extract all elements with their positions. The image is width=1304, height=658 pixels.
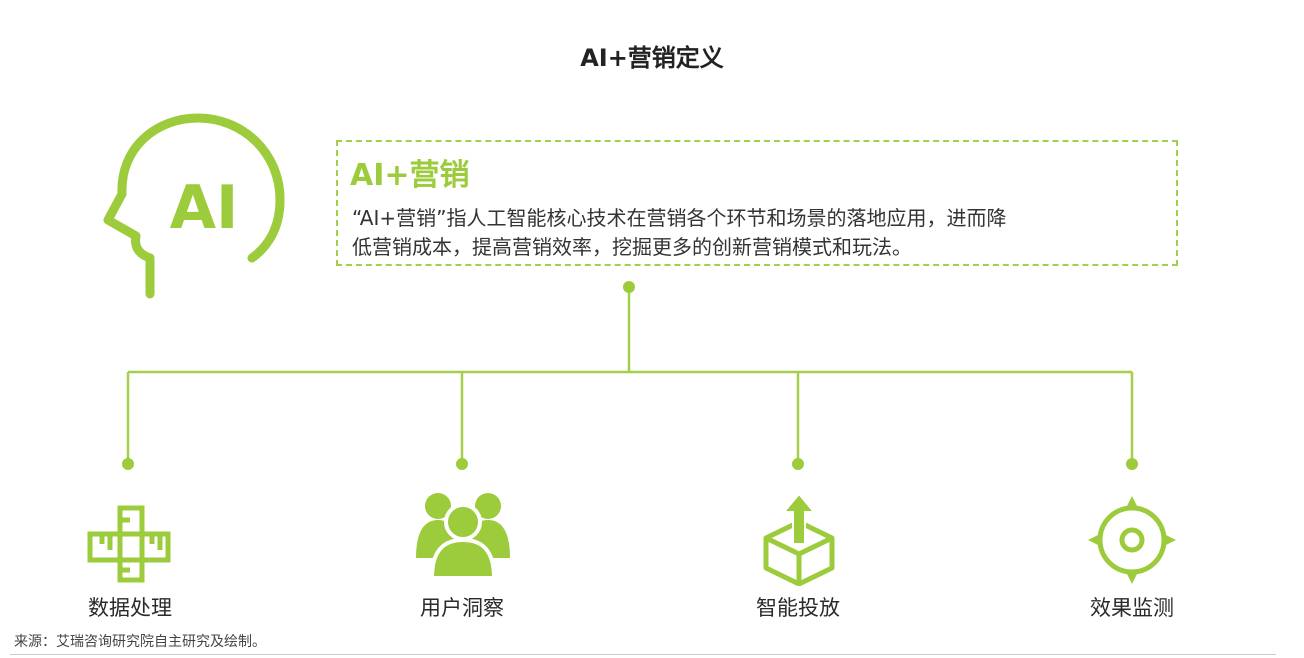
node-label-smart-delivery: 智能投放: [756, 596, 840, 620]
trunk-dot: [623, 281, 635, 293]
definition-line-2: 低营销成本，提高营销效率，挖掘更多的创新营销模式和玩法。: [352, 235, 912, 259]
node-label-data-processing: 数据处理: [88, 596, 172, 620]
source-note: 来源：艾瑞咨询研究院自主研究及绘制。: [14, 634, 266, 650]
node-dot-3: [792, 458, 804, 470]
users-icon: [416, 493, 510, 580]
definition-text: “AI+营销”指人工智能核心技术在营销各个环节和场景的落地应用，进而降 低营销成…: [352, 204, 1164, 262]
ruler-icon: [87, 505, 171, 583]
ai-head-icon: AI: [103, 113, 285, 299]
definition-box: AI+营销 “AI+营销”指人工智能核心技术在营销各个环节和场景的落地应用，进而…: [336, 140, 1178, 266]
node-dot-4: [1126, 458, 1138, 470]
ai-head-label: AI: [170, 173, 239, 243]
definition-heading: AI+营销: [350, 158, 470, 193]
node-label-effect-monitoring: 效果监测: [1090, 596, 1174, 620]
target-icon: [1088, 496, 1176, 584]
box-arrow-icon: [763, 492, 835, 586]
page-title: AI+营销定义: [580, 44, 724, 72]
node-label-user-insight: 用户洞察: [420, 596, 504, 620]
node-dot-2: [456, 458, 468, 470]
node-dot-1: [122, 458, 134, 470]
definition-line-1: “AI+营销”指人工智能核心技术在营销各个环节和场景的落地应用，进而降: [352, 206, 1007, 230]
bottom-divider: [10, 654, 1276, 655]
